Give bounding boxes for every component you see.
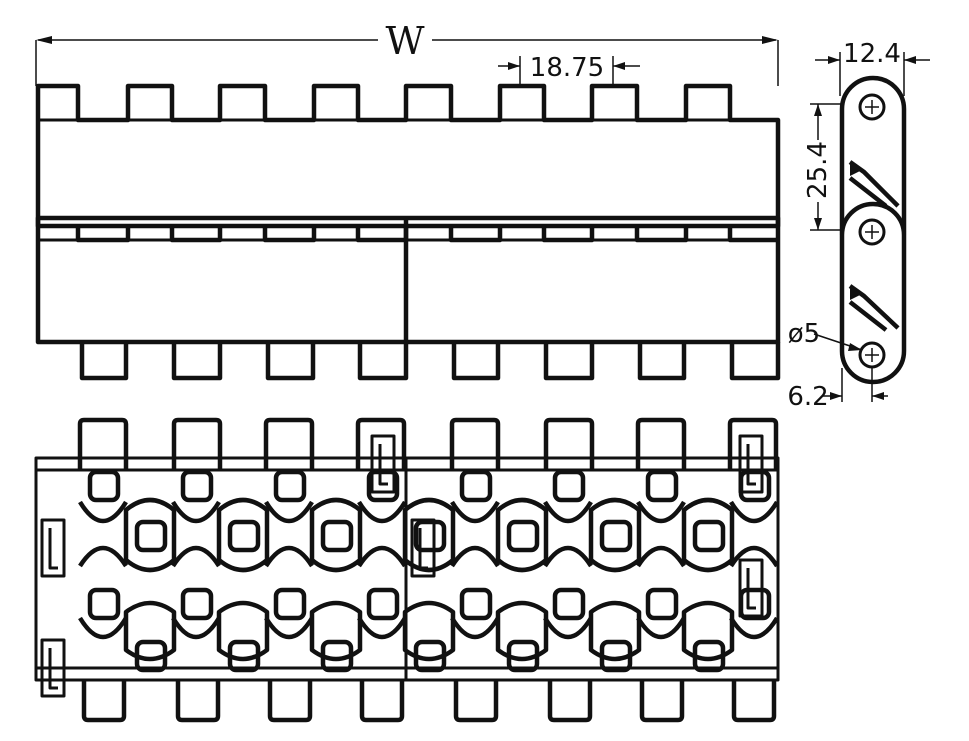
plan-bottom-tab <box>267 680 313 723</box>
plan-web-curve <box>636 616 686 640</box>
plan-bottom-tab <box>547 680 593 723</box>
plan-web-curve <box>729 545 779 568</box>
plan-window <box>366 469 400 503</box>
plan-window <box>459 587 493 621</box>
plan-web-curve <box>357 545 407 568</box>
plan-top-tab <box>727 417 779 470</box>
plan-top-tab <box>543 417 595 470</box>
plan-web-curve <box>357 500 407 524</box>
plan-bottom-tab <box>175 680 221 723</box>
plan-web-curve <box>78 616 128 640</box>
plan-top-tab <box>77 417 129 470</box>
plan-web-curve <box>78 545 128 568</box>
plan-edge-latch <box>40 638 66 698</box>
plan-top-tab <box>449 417 501 470</box>
plan-top-tab <box>355 417 407 470</box>
module-front-view <box>35 83 781 381</box>
plan-web-loop <box>309 497 363 573</box>
plan-web-loop <box>123 497 177 573</box>
plan-web-loop <box>402 497 456 573</box>
plan-web-loop <box>681 497 735 573</box>
pin-diameter-label: ø5 <box>788 319 820 349</box>
plan-web-curve <box>78 500 128 524</box>
plan-web-curve <box>264 500 314 524</box>
plan-bottom-tab <box>453 680 499 723</box>
plan-top-tab <box>635 417 687 470</box>
plan-web-loop <box>216 600 270 662</box>
plan-bottom-tab <box>731 680 777 723</box>
plan-web-curve <box>450 616 500 640</box>
width-label: W <box>385 19 424 63</box>
plan-window <box>134 519 168 553</box>
plan-window <box>738 587 772 621</box>
plan-window <box>273 469 307 503</box>
plan-window <box>320 519 354 553</box>
plan-top-tab <box>171 417 223 470</box>
plan-web-curve <box>636 500 686 524</box>
plan-web-curve <box>171 500 221 524</box>
plan-edge-latch <box>738 558 764 618</box>
plan-web-curve <box>543 616 593 640</box>
plan-window <box>692 519 726 553</box>
pitch-label: 18.75 <box>530 53 604 83</box>
plan-window <box>180 469 214 503</box>
plan-window <box>273 587 307 621</box>
plan-edge-latch <box>738 434 764 494</box>
plan-web-curve <box>264 545 314 568</box>
width-dimension: W <box>35 19 779 86</box>
plan-window <box>506 519 540 553</box>
plan-window <box>227 519 261 553</box>
plan-web-loop <box>216 497 270 573</box>
plan-web-loop <box>123 600 177 662</box>
plan-edge-latch <box>410 518 436 578</box>
plan-edge-latch <box>370 434 396 494</box>
plan-web-curve <box>357 616 407 640</box>
plan-web-loop <box>681 600 735 662</box>
plan-bottom-tab <box>81 680 127 723</box>
plan-web-loop <box>495 600 549 662</box>
plan-window <box>180 587 214 621</box>
plan-web-curve <box>543 545 593 568</box>
pin-offset-dimension: 6.2 <box>787 368 888 412</box>
plan-window <box>413 519 447 553</box>
link-side-profile <box>839 75 907 385</box>
plan-window <box>87 469 121 503</box>
plan-edge-latch <box>40 518 66 578</box>
plan-window <box>366 587 400 621</box>
pin-offset-label: 6.2 <box>787 382 828 412</box>
plan-web-curve <box>450 500 500 524</box>
plan-view-cells <box>40 417 779 723</box>
plan-bottom-tab <box>639 680 685 723</box>
link-pitch-label: 25.4 <box>803 141 833 199</box>
plan-window <box>552 587 586 621</box>
plan-web-loop <box>309 600 363 662</box>
plan-top-tab <box>263 417 315 470</box>
plan-window <box>87 587 121 621</box>
plan-web-curve <box>543 500 593 524</box>
plan-web-curve <box>171 616 221 640</box>
plan-web-loop <box>588 600 642 662</box>
pin-diameter-dimension: ø5 <box>788 319 863 351</box>
plan-window <box>552 469 586 503</box>
plan-window <box>645 587 679 621</box>
plan-window <box>459 469 493 503</box>
plan-web-loop <box>588 497 642 573</box>
plan-window <box>738 469 772 503</box>
pitch-dimension: 18.75 <box>498 53 640 84</box>
plan-web-loop <box>402 600 456 662</box>
plan-web-curve <box>264 616 314 640</box>
plan-web-curve <box>729 616 779 640</box>
plan-web-curve <box>729 500 779 524</box>
plan-window <box>645 469 679 503</box>
plan-window <box>599 519 633 553</box>
plan-web-curve <box>171 545 221 568</box>
plan-web-curve <box>450 545 500 568</box>
thickness-label: 12.4 <box>843 39 901 69</box>
plan-web-loop <box>495 497 549 573</box>
thickness-dimension: 12.4 <box>815 39 930 96</box>
plan-web-curve <box>636 545 686 568</box>
plan-bottom-tab <box>359 680 405 723</box>
